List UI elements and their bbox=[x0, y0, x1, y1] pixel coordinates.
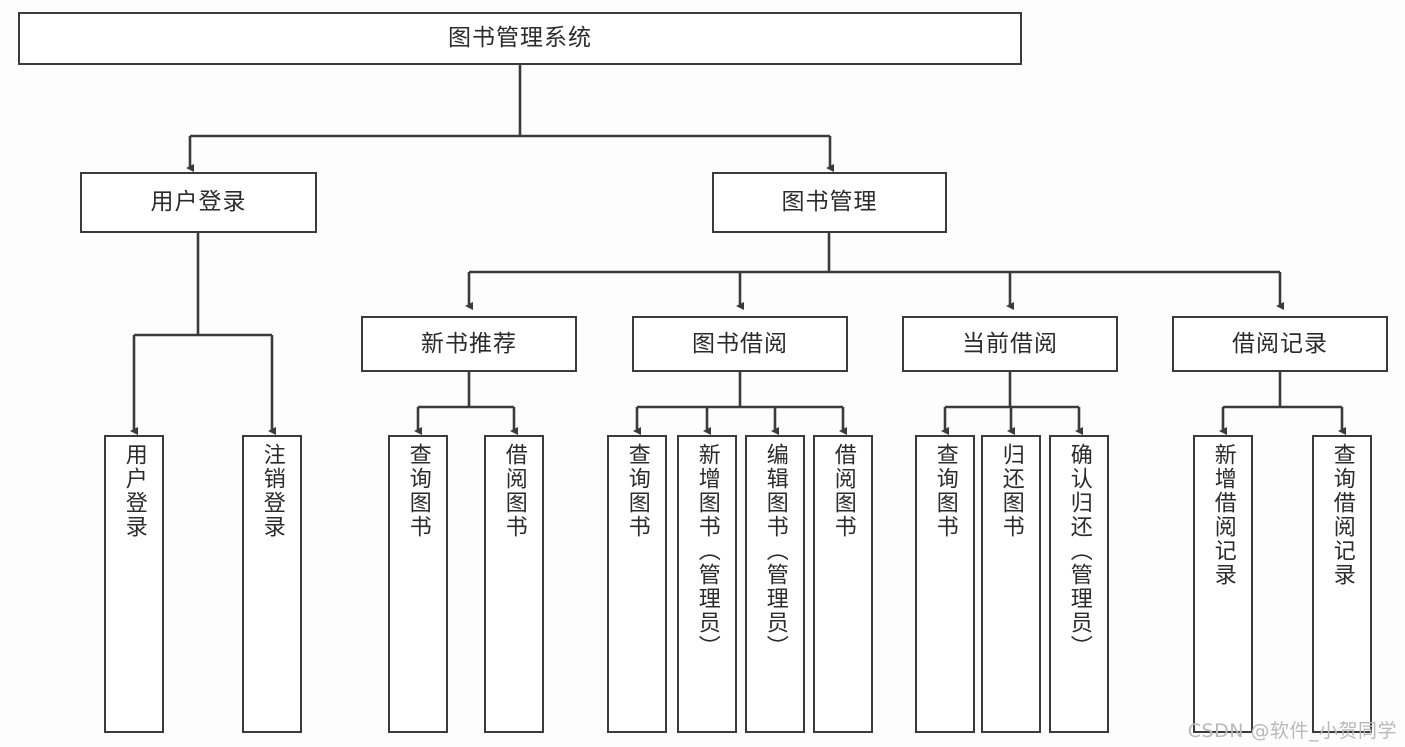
node-leaf-borrow-record-add[interactable]: 新增借阅记录 bbox=[1193, 435, 1253, 733]
node-leaf-book-borrow-add[interactable]: 新增图书（管理员） bbox=[677, 435, 737, 733]
node-label: 当前借阅 bbox=[962, 330, 1058, 357]
node-leaf-new-book-query[interactable]: 查询图书 bbox=[388, 435, 448, 733]
node-label: 查询图书 bbox=[405, 443, 431, 539]
node-root-book-management-system[interactable]: 图书管理系统 bbox=[18, 12, 1022, 65]
node-label: 用户登录 bbox=[121, 443, 147, 539]
node-label: 归还图书 bbox=[998, 443, 1024, 539]
node-label: 确认归还（管理员） bbox=[1066, 443, 1092, 659]
node-leaf-book-borrow-borrow[interactable]: 借阅图书 bbox=[813, 435, 873, 733]
node-label: 图书借阅 bbox=[692, 330, 788, 357]
node-leaf-borrow-record-query[interactable]: 查询借阅记录 bbox=[1312, 435, 1372, 733]
node-label: 编辑图书（管理员） bbox=[762, 443, 788, 659]
node-user-login[interactable]: 用户登录 bbox=[80, 172, 317, 233]
node-label: 查询图书 bbox=[932, 443, 958, 539]
node-label: 查询借阅记录 bbox=[1329, 443, 1355, 587]
node-leaf-book-borrow-query[interactable]: 查询图书 bbox=[607, 435, 667, 733]
node-label: 新增借阅记录 bbox=[1210, 443, 1236, 587]
node-label: 新增图书（管理员） bbox=[694, 443, 720, 659]
node-leaf-new-book-borrow[interactable]: 借阅图书 bbox=[484, 435, 544, 733]
node-label: 借阅记录 bbox=[1232, 330, 1328, 357]
node-current-borrow[interactable]: 当前借阅 bbox=[902, 316, 1118, 372]
node-label: 新书推荐 bbox=[421, 330, 517, 357]
node-label: 图书管理 bbox=[781, 189, 878, 215]
node-leaf-current-borrow-confirm-return[interactable]: 确认归还（管理员） bbox=[1049, 435, 1109, 733]
node-borrow-record[interactable]: 借阅记录 bbox=[1172, 316, 1388, 372]
node-leaf-current-borrow-query[interactable]: 查询图书 bbox=[915, 435, 975, 733]
node-book-borrow[interactable]: 图书借阅 bbox=[632, 316, 848, 372]
node-leaf-user-login-logout[interactable]: 注销登录 bbox=[242, 435, 302, 733]
node-leaf-user-login-login[interactable]: 用户登录 bbox=[104, 435, 164, 733]
node-label: 用户登录 bbox=[150, 189, 247, 215]
node-leaf-book-borrow-edit[interactable]: 编辑图书（管理员） bbox=[745, 435, 805, 733]
node-label: 查询图书 bbox=[624, 443, 650, 539]
node-book-management[interactable]: 图书管理 bbox=[712, 172, 947, 233]
node-leaf-current-borrow-return[interactable]: 归还图书 bbox=[981, 435, 1041, 733]
node-label: 注销登录 bbox=[259, 443, 285, 539]
node-label: 图书管理系统 bbox=[448, 25, 592, 51]
node-new-book-recommend[interactable]: 新书推荐 bbox=[361, 316, 577, 372]
node-label: 借阅图书 bbox=[830, 443, 856, 539]
node-label: 借阅图书 bbox=[501, 443, 527, 539]
